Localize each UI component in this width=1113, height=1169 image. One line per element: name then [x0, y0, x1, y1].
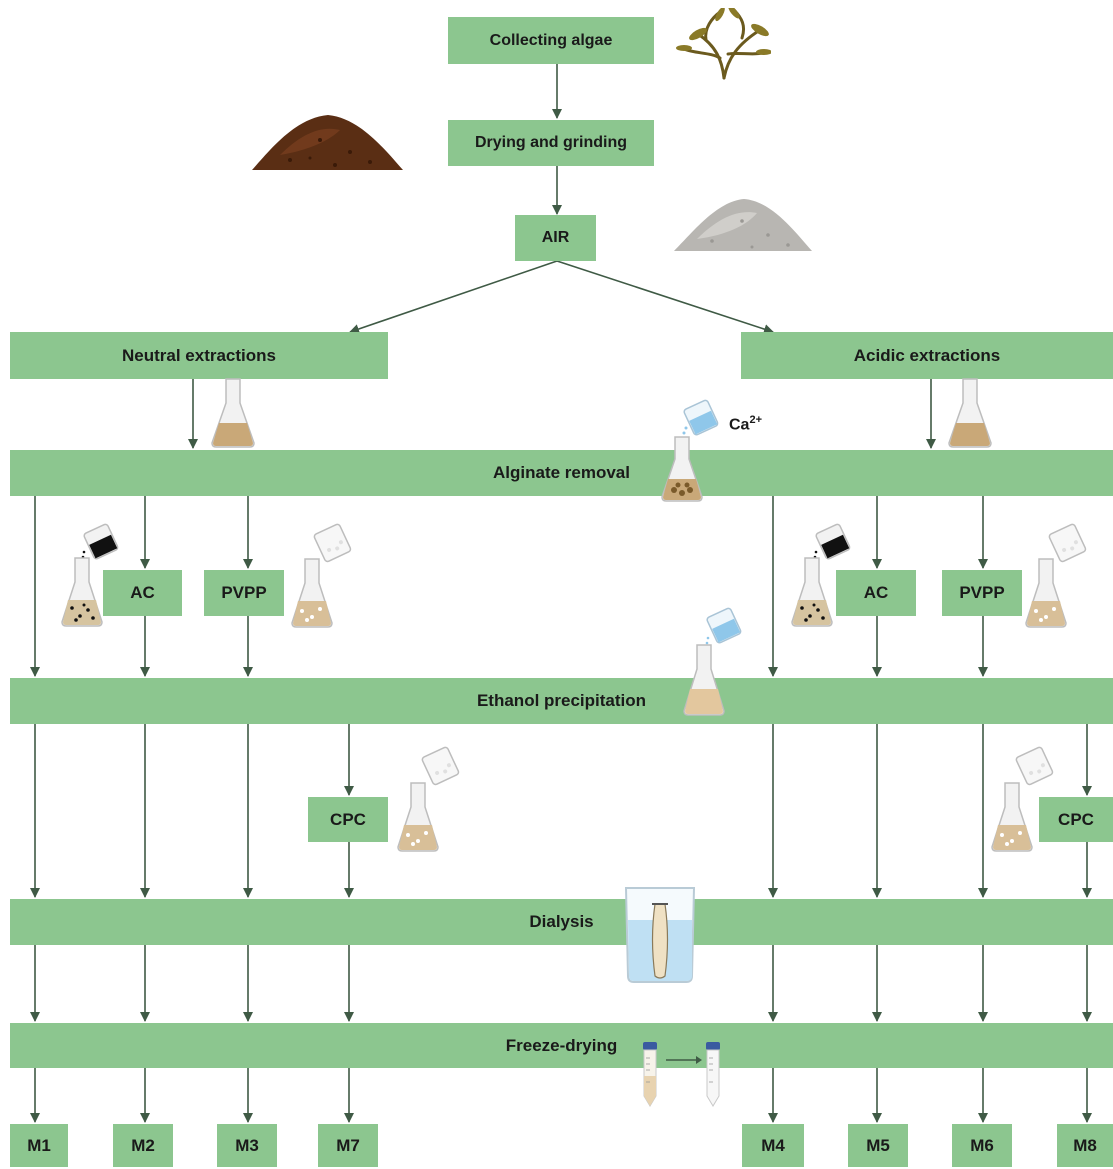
step-ethanol-precipitation: Ethanol precipitation: [10, 678, 1113, 724]
output-m1: M1: [10, 1124, 68, 1167]
step-label: Neutral extractions: [122, 345, 276, 365]
arrow: [349, 260, 558, 334]
output-m3: M3: [217, 1124, 277, 1167]
flask-icon: [61, 557, 103, 627]
step-collecting-algae: Collecting algae: [448, 17, 654, 64]
flask-icon: [991, 782, 1033, 852]
flask-icon: [948, 378, 992, 448]
flask-icon: [211, 378, 255, 448]
treatment-ac-left: AC: [103, 570, 182, 616]
flask-icon: [661, 436, 703, 502]
output-label: M5: [866, 1135, 890, 1155]
treatment-label: AC: [863, 583, 889, 602]
treatment-pvpp-left: PVPP: [204, 570, 284, 616]
output-label: M7: [336, 1135, 360, 1155]
output-m4: M4: [742, 1124, 804, 1167]
flask-icon: [683, 644, 725, 716]
step-dialysis: Dialysis: [10, 899, 1113, 945]
grey-powder-icon: [674, 199, 812, 251]
flask-icon: [791, 557, 833, 627]
treatment-label: CPC: [1058, 809, 1094, 829]
step-acidic-extractions: Acidic extractions: [741, 332, 1113, 379]
output-m8: M8: [1057, 1124, 1113, 1167]
step-drying-grinding: Drying and grinding: [448, 120, 654, 166]
pouring-beaker-icon: [705, 607, 742, 645]
step-label: Dialysis: [529, 912, 594, 931]
output-m6: M6: [952, 1124, 1012, 1167]
step-label: Alginate removal: [493, 463, 630, 482]
arrow: [556, 260, 774, 334]
brown-powder-icon: [252, 115, 403, 170]
step-label: Collecting algae: [489, 31, 613, 49]
treatment-label: PVPP: [959, 583, 1005, 602]
step-label: Acidic extractions: [853, 345, 1001, 365]
output-label: M6: [970, 1135, 994, 1155]
seaweed-icon: [676, 8, 771, 80]
treatment-ac-right: AC: [836, 570, 916, 616]
step-alginate-removal: Alginate removal: [10, 450, 1113, 496]
flask-icon: [1025, 558, 1067, 628]
treatment-label: CPC: [330, 809, 366, 829]
centrifuge-tube-icon: [643, 1042, 720, 1107]
pouring-beaker-icon: [1015, 746, 1054, 786]
step-label: AIR: [541, 229, 570, 246]
step-label: Ethanol precipitation: [476, 691, 647, 710]
pouring-beaker-icon: [81, 523, 119, 560]
flask-icon: [397, 782, 439, 852]
treatment-cpc-right: CPC: [1039, 797, 1113, 842]
calcium-charge: 2+: [749, 414, 762, 426]
pouring-beaker-icon: [1048, 523, 1087, 563]
output-m5: M5: [848, 1124, 908, 1167]
output-label: M1: [27, 1135, 51, 1155]
calcium-symbol: Ca: [729, 416, 750, 434]
treatment-label: AC: [130, 583, 155, 602]
pouring-beaker-icon: [313, 523, 352, 563]
step-freeze-drying: Freeze-drying: [10, 1023, 1113, 1068]
output-label: M8: [1073, 1135, 1097, 1155]
treatment-cpc-left: CPC: [308, 797, 388, 842]
pouring-beaker-icon: [682, 399, 719, 436]
step-label: Drying and grinding: [475, 134, 627, 151]
output-label: M2: [131, 1135, 155, 1155]
output-m2: M2: [113, 1124, 173, 1167]
output-label: M4: [761, 1135, 785, 1155]
step-label: Freeze-drying: [505, 1035, 618, 1055]
step-air: AIR: [515, 215, 596, 261]
calcium-label: Ca2+: [729, 414, 762, 434]
dialysis-beaker-icon: [624, 887, 696, 983]
step-neutral-extractions: Neutral extractions: [10, 332, 388, 379]
treatment-label: PVPP: [221, 583, 267, 602]
treatment-pvpp-right: PVPP: [942, 570, 1022, 616]
pouring-beaker-icon: [421, 746, 460, 786]
pouring-beaker-icon: [813, 523, 851, 560]
output-m7: M7: [318, 1124, 378, 1167]
output-label: M3: [235, 1135, 259, 1155]
flask-icon: [291, 558, 333, 628]
